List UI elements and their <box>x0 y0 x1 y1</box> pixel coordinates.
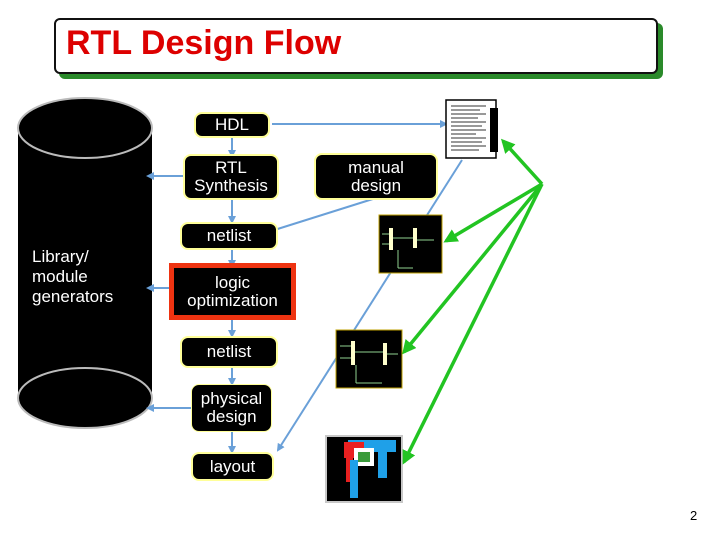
circuit-thumbnail-1 <box>378 214 443 274</box>
physical-design-label: physical design <box>200 389 263 426</box>
arrow-manual-to-circuit-2 <box>402 182 544 355</box>
hdl-label: HDL <box>214 115 249 134</box>
library-cylinder <box>17 97 153 429</box>
schematic-thumbnail <box>445 99 498 159</box>
arrow-schematic-to-layout <box>276 159 463 452</box>
page-title: RTL Design Flow <box>66 24 342 62</box>
rtl-synthesis-label: RTL Synthesis <box>194 158 268 195</box>
arrow-manual-to-netlist <box>266 197 377 235</box>
logic-optimization-node: logic optimization <box>169 263 296 320</box>
netlist-node-1: netlist <box>180 222 278 250</box>
page-number: 2 <box>690 508 698 523</box>
arrow-manual-to-layout <box>402 183 544 465</box>
physical-design-node: physical design <box>191 384 272 432</box>
netlist-node-2: netlist <box>180 336 278 368</box>
hdl-node: HDL <box>194 112 270 138</box>
layout-node: layout <box>191 452 274 481</box>
layout-label: layout <box>209 456 256 476</box>
manual-design-node: manual design <box>314 153 438 200</box>
library-label: Library/ module generators <box>32 247 114 306</box>
arrow-manual-to-schematic <box>500 138 544 186</box>
manual-arrows <box>402 138 544 465</box>
manual-design-label: manual design <box>348 157 404 195</box>
layout-thumbnail <box>325 435 403 503</box>
title-box: RTL Design Flow <box>54 18 658 74</box>
logic-optimization-label: logic optimization <box>187 272 278 310</box>
netlist-label-2: netlist <box>206 342 252 361</box>
arrow-manual-to-circuit-1 <box>443 182 543 243</box>
flow-arrows <box>146 120 463 454</box>
circuit-thumbnail-2 <box>335 329 403 389</box>
netlist-label-1: netlist <box>206 226 252 245</box>
rtl-synthesis-node: RTL Synthesis <box>183 154 279 200</box>
